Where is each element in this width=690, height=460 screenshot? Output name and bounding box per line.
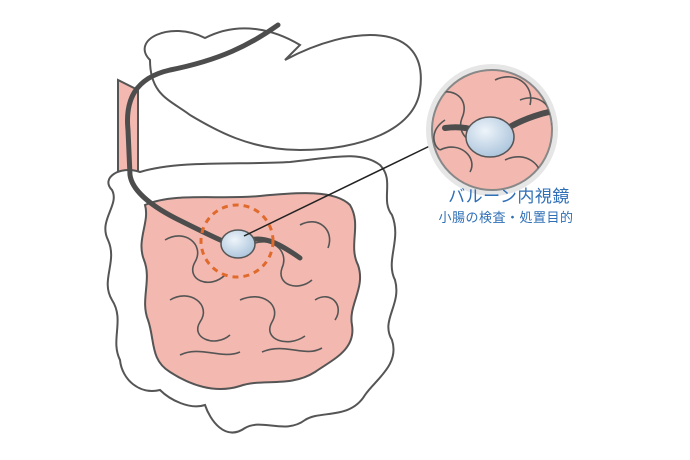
small-intestine bbox=[140, 192, 362, 390]
magnified-inset bbox=[426, 64, 558, 196]
highlight-ring bbox=[199, 203, 275, 279]
endoscope-tube bbox=[125, 22, 281, 245]
balloon bbox=[220, 229, 256, 259]
stomach bbox=[143, 27, 422, 152]
label-title: バルーン内視鏡 bbox=[448, 187, 570, 207]
leader-line bbox=[243, 141, 439, 237]
inset-balloon bbox=[465, 116, 515, 158]
label-subtitle: 小腸の検査・処置目的 bbox=[438, 211, 574, 226]
